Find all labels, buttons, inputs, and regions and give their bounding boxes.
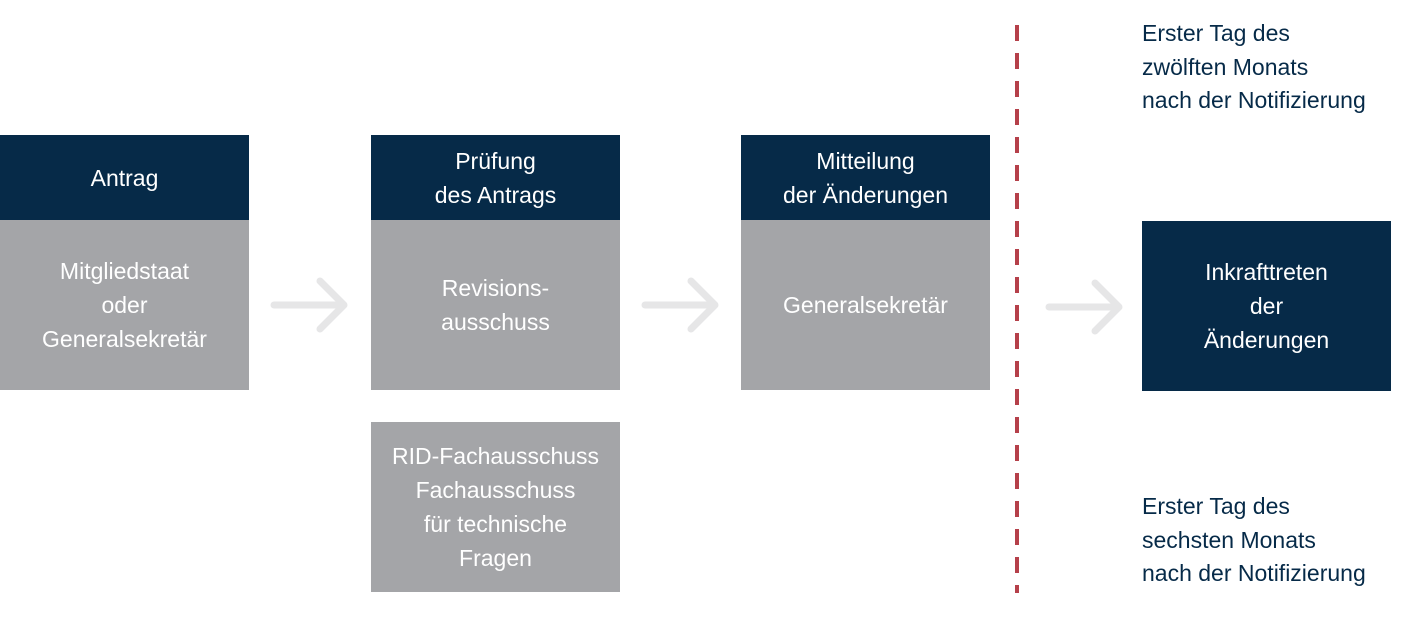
step-pruefung-body: Revisions- ausschuss xyxy=(371,220,620,390)
note-sixth-month: Erster Tag des sechsten Monats nach der … xyxy=(1142,493,1366,586)
step-antrag-body: Mitgliedstaat oder Generalsekretär xyxy=(0,220,249,390)
timeline-divider xyxy=(1015,25,1019,593)
step-pruefung-header: Prüfung des Antrags xyxy=(371,135,620,220)
step-mitteilung-header: Mitteilung der Änderungen xyxy=(741,135,990,220)
arrow-right-icon xyxy=(1045,279,1123,335)
step-mitteilung-body: Generalsekretär xyxy=(741,220,990,390)
arrow-right-icon xyxy=(270,277,348,333)
result-inkrafttreten: Inkrafttreten der Änderungen xyxy=(1142,221,1391,391)
step-antrag-header: Antrag xyxy=(0,135,249,220)
note-twelfth-month: Erster Tag des zwölften Monats nach der … xyxy=(1142,20,1366,113)
arrow-right-icon xyxy=(641,277,719,333)
step-pruefung-extra: RID-Fachausschuss Fachausschuss für tech… xyxy=(371,422,620,592)
